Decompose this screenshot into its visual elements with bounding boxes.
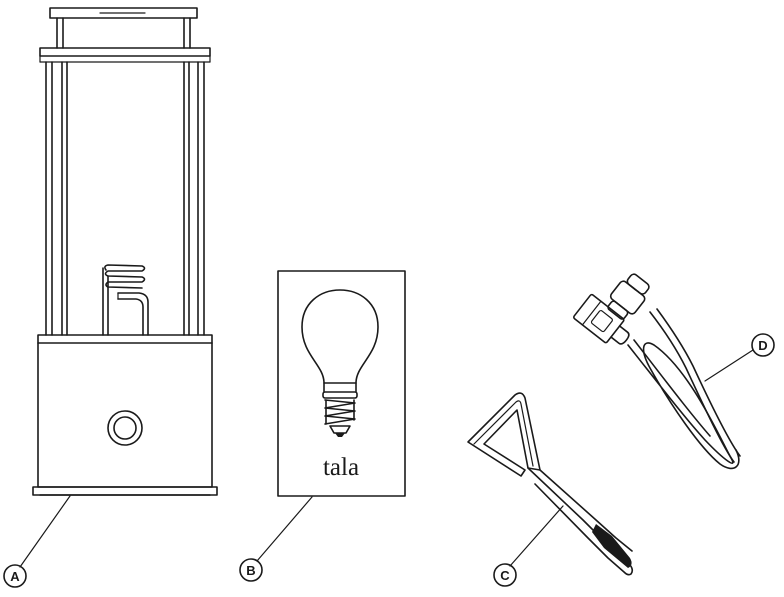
callout-label-d: D [758,338,767,353]
callout-leader-d [704,349,754,382]
callout-leader-c [509,505,564,567]
callout-d: D [751,333,775,357]
callout-label-b: B [246,563,255,578]
callout-label-a: A [10,569,20,584]
box-brand-label: tala [323,454,359,481]
light-bulb-icon [301,289,379,437]
callout-leader-b [256,496,313,562]
callout-label-c: C [500,568,510,583]
callout-a: A [3,564,27,588]
lamp-icon [32,7,218,496]
callout-leader-a [19,495,71,568]
bulb-box: tala [277,270,406,497]
callout-b: B [239,558,263,582]
usb-cable-icon [573,273,741,470]
hex-key-tool-icon [467,392,634,576]
callout-c: C [493,563,517,587]
